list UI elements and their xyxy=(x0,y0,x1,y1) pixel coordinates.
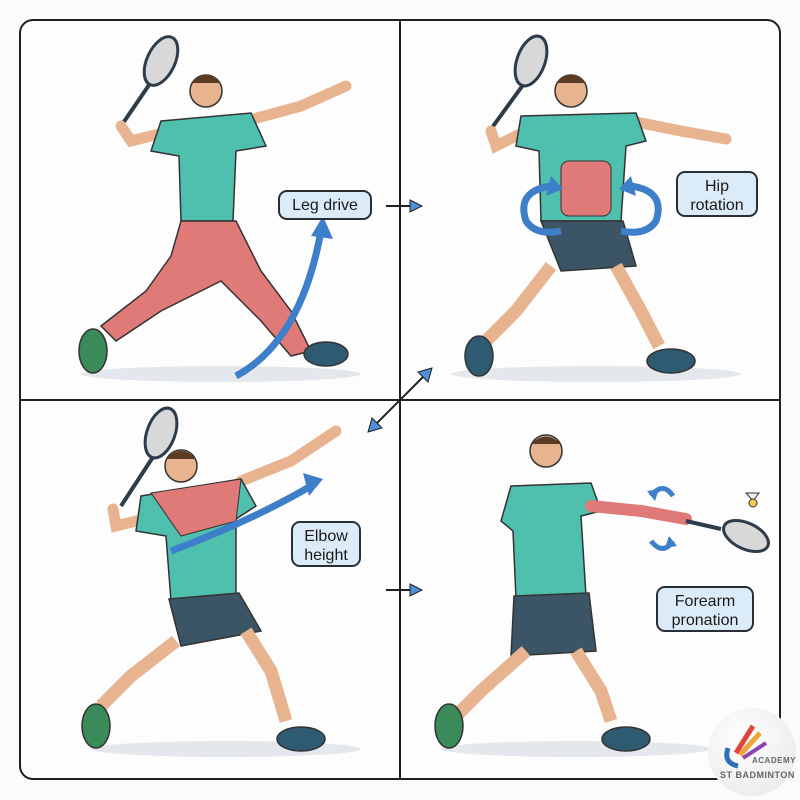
panel-hip-rotation: Hip rotation xyxy=(401,21,779,399)
ground-shadow xyxy=(81,366,361,382)
panel-leg-drive: Leg drive xyxy=(21,21,399,399)
callout-elbow-height: Elbow height xyxy=(291,521,361,567)
panel-elbow-height: Elbow height xyxy=(21,401,399,779)
callout-hip-rotation: Hip rotation xyxy=(676,171,758,217)
callout-forearm-pronation: Forearm pronation xyxy=(656,586,754,632)
callout-leg-drive: Leg drive xyxy=(278,190,372,220)
logo-line-2: ST BADMINTON xyxy=(720,770,795,780)
callout-label-line-1: Forearm xyxy=(674,593,736,610)
shuttlecock-logo-icon xyxy=(724,724,768,769)
player-figure-leg-drive xyxy=(78,35,352,374)
callout-label-line-2: pronation xyxy=(671,612,739,629)
pronation-rotation-arrows-icon xyxy=(647,486,677,551)
callout-label-line-2: rotation xyxy=(690,197,744,214)
logo-line-1: ACADEMY xyxy=(752,756,796,765)
panel-forearm-pronation: Forearm pronation xyxy=(401,401,779,779)
hip-rotation-arrows-icon xyxy=(520,176,662,236)
callout-label-line-2: height xyxy=(304,547,348,564)
elbow-height-arrow-icon xyxy=(169,473,323,555)
callout-label-line-1: Elbow xyxy=(304,528,348,545)
callout-label: Leg drive xyxy=(292,197,358,214)
academy-logo: ACADEMY ST BADMINTON xyxy=(708,708,796,796)
leg-drive-arrow-icon xyxy=(234,216,333,380)
player-figure-forearm-pronation xyxy=(434,434,770,752)
callout-label-line-1: Hip xyxy=(704,178,729,195)
